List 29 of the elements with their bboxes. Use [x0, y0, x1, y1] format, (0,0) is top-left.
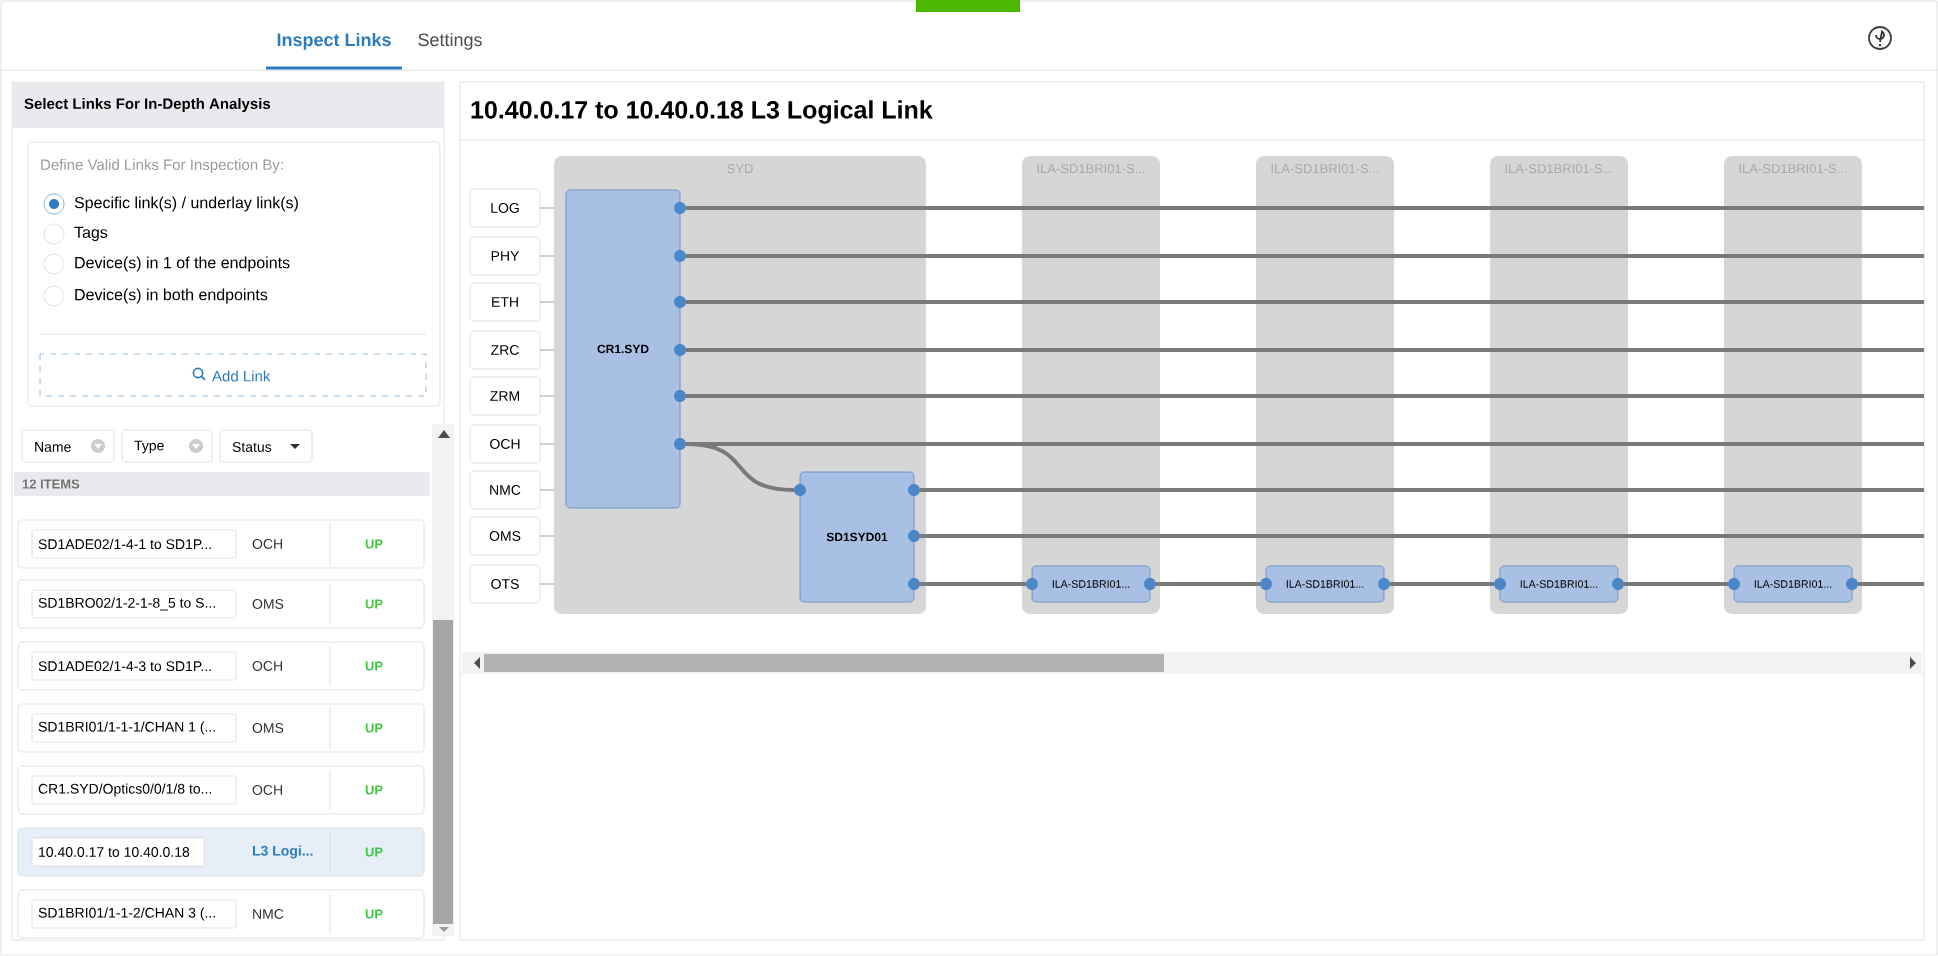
connector-stub — [539, 489, 555, 491]
link-line — [920, 488, 1924, 492]
link-line — [1390, 582, 1494, 586]
tab-link: Inspect Links — [266, 32, 402, 70]
link-line — [920, 534, 1924, 538]
connector-stub — [539, 395, 555, 397]
connector-stub — [539, 443, 555, 445]
tab-link: Settings — [418, 32, 482, 50]
link-line — [686, 394, 1924, 398]
option-label: Device(s) in 1 of the endpoints — [75, 256, 290, 272]
link-line — [686, 206, 1924, 210]
connector-stub — [539, 207, 555, 209]
link-line — [1624, 582, 1728, 586]
link-line — [686, 254, 1924, 258]
link-line — [686, 300, 1924, 304]
connector-stub — [539, 535, 555, 537]
option-label: Device(s) in both endpoints — [75, 288, 268, 304]
connector-stub — [539, 583, 555, 585]
link-line — [1156, 582, 1260, 586]
option-label: Specific link(s) / underlay link(s) — [74, 196, 298, 212]
panel-title: 10.40.0.17 to 10.40.0.18 L3 Logical Link — [471, 100, 933, 124]
link-line — [920, 582, 1026, 586]
connector-stub — [539, 255, 555, 257]
connector-stub — [539, 349, 555, 351]
option-label: Tags — [74, 226, 108, 242]
link-line — [1858, 582, 1924, 586]
link-line — [686, 348, 1924, 352]
link-line — [685, 442, 795, 492]
connector-stub — [539, 301, 555, 303]
